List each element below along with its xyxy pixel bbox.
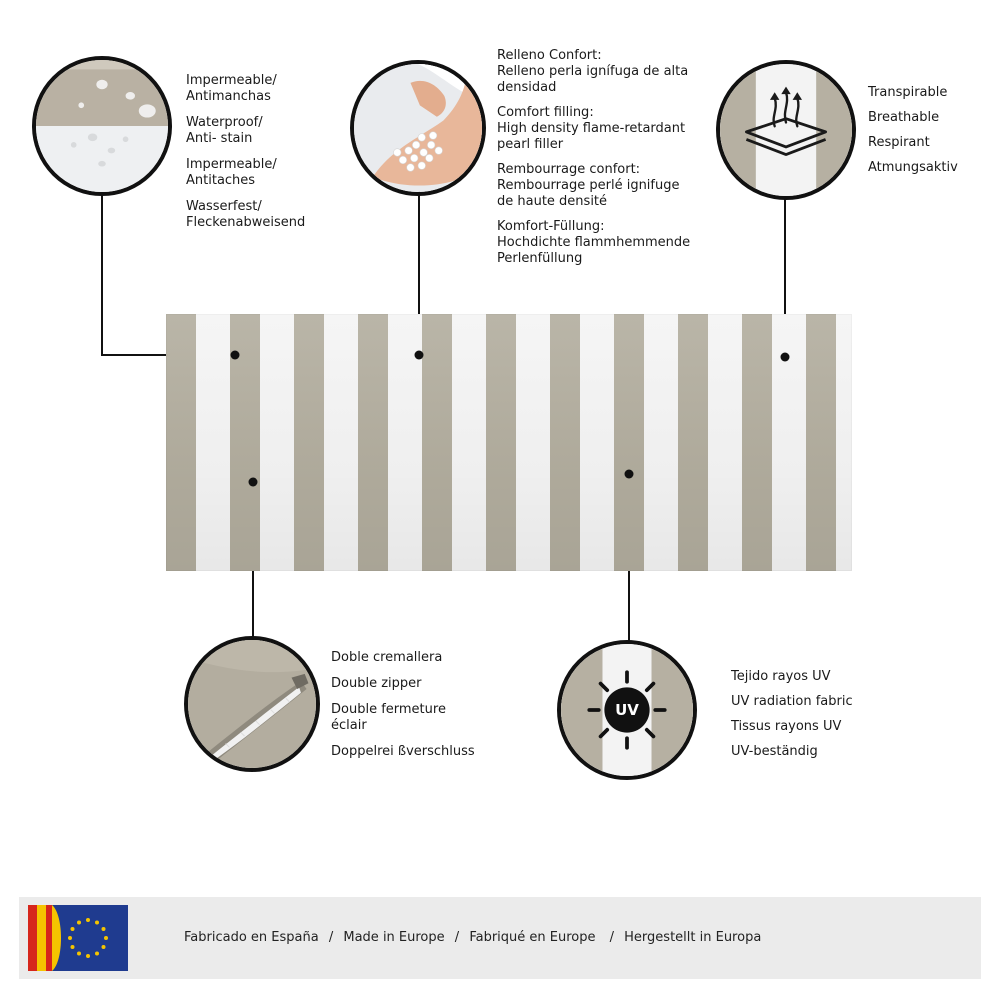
footer-bar: Fabricado en España / Made in Europe / F…: [19, 897, 981, 979]
zipper-fr-2: éclair: [331, 718, 367, 733]
uv-detail-image: UV: [557, 640, 697, 780]
made-fr: Fabriqué en Europe: [469, 930, 596, 945]
filling-fr-2: de haute densité: [497, 194, 608, 209]
filling-de-2: Perlenfüllung: [497, 251, 583, 266]
filling-en-2: pearl filler: [497, 137, 564, 152]
breathable-de: Atmungsaktiv: [868, 160, 958, 175]
marker-dot-uv: [624, 469, 634, 479]
zipper-text: Doble cremallera Double zipper Double fe…: [331, 650, 475, 760]
filling-text: Relleno Confort: Relleno perla ignífuga …: [497, 48, 690, 267]
separator-2: /: [454, 930, 460, 945]
marker-dot-waterproof: [230, 350, 240, 360]
marker-dot-zipper: [248, 477, 258, 487]
water-drops-icon: [36, 60, 168, 192]
uv-fr: Tissus rayons UV: [731, 719, 842, 734]
marker-dot-breathable: [780, 352, 790, 362]
uv-en: UV radiation fabric: [731, 694, 853, 709]
breathable-en: Breathable: [868, 110, 940, 125]
filling-es-2: densidad: [497, 80, 557, 95]
uv-badge-text: UV: [615, 701, 639, 719]
waterproof-fr-2: Antitaches: [186, 173, 256, 188]
filling-es-title: Relleno Confort:: [497, 48, 602, 63]
waterproof-text: Impermeable/ Antimanchas Waterproof/ Ant…: [186, 73, 305, 231]
filling-de-title: Komfort-Füllung:: [497, 219, 605, 234]
pearl-filler-hand-icon: [354, 64, 482, 192]
zipper-es: Doble cremallera: [331, 650, 443, 665]
made-es: Fabricado en España: [184, 930, 319, 945]
breathable-fr: Respirant: [868, 135, 930, 150]
waterproof-en-2: Anti- stain: [186, 131, 253, 146]
made-de: Hergestellt in Europa: [624, 930, 762, 945]
filling-en-1: High density flame-retardant: [497, 121, 686, 136]
spain-eu-flag-icon: [28, 905, 128, 971]
connector-waterproof-vertical: [101, 192, 103, 356]
filling-detail-image: [350, 60, 486, 196]
made-en: Made in Europe: [343, 930, 445, 945]
waterproof-es-2: Antimanchas: [186, 89, 271, 104]
waterproof-detail-image: [32, 56, 172, 196]
breathable-layers-icon: [720, 64, 852, 196]
uv-de: UV-beständig: [731, 744, 818, 759]
uv-text: Tejido rayos UV UV radiation fabric Tiss…: [731, 664, 853, 764]
striped-cushion-image: [166, 314, 852, 571]
connector-breathable: [784, 198, 786, 356]
waterproof-en-1: Waterproof/: [186, 115, 263, 130]
filling-en-title: Comfort filling:: [497, 105, 594, 120]
filling-fr-1: Rembourrage perlé ignifuge: [497, 178, 680, 193]
zipper-fr-1: Double fermeture: [331, 702, 446, 717]
breathable-detail-image: [716, 60, 856, 200]
made-in-text: Fabricado en España / Made in Europe / F…: [184, 929, 767, 947]
zipper-icon: [188, 640, 316, 768]
breathable-text: Transpirable Breathable Respirant Atmung…: [868, 80, 958, 180]
marker-dot-filling: [414, 350, 424, 360]
filling-fr-title: Rembourrage confort:: [497, 162, 641, 177]
separator-3: /: [609, 930, 615, 945]
zipper-de: Doppelrei ßverschluss: [331, 744, 475, 759]
filling-es-1: Relleno perla ignífuga de alta: [497, 64, 689, 79]
filling-de-1: Hochdichte flammhemmende: [497, 235, 691, 250]
breathable-es: Transpirable: [868, 85, 948, 100]
waterproof-es-1: Impermeable/: [186, 73, 277, 88]
uv-es: Tejido rayos UV: [731, 669, 831, 684]
waterproof-de-1: Wasserfest/: [186, 199, 262, 214]
separator-1: /: [328, 930, 334, 945]
connector-filling: [418, 190, 420, 356]
waterproof-de-2: Fleckenabweisend: [186, 215, 306, 230]
waterproof-fr-1: Impermeable/: [186, 157, 277, 172]
zipper-detail-image: [184, 636, 320, 772]
zipper-en: Double zipper: [331, 676, 422, 691]
